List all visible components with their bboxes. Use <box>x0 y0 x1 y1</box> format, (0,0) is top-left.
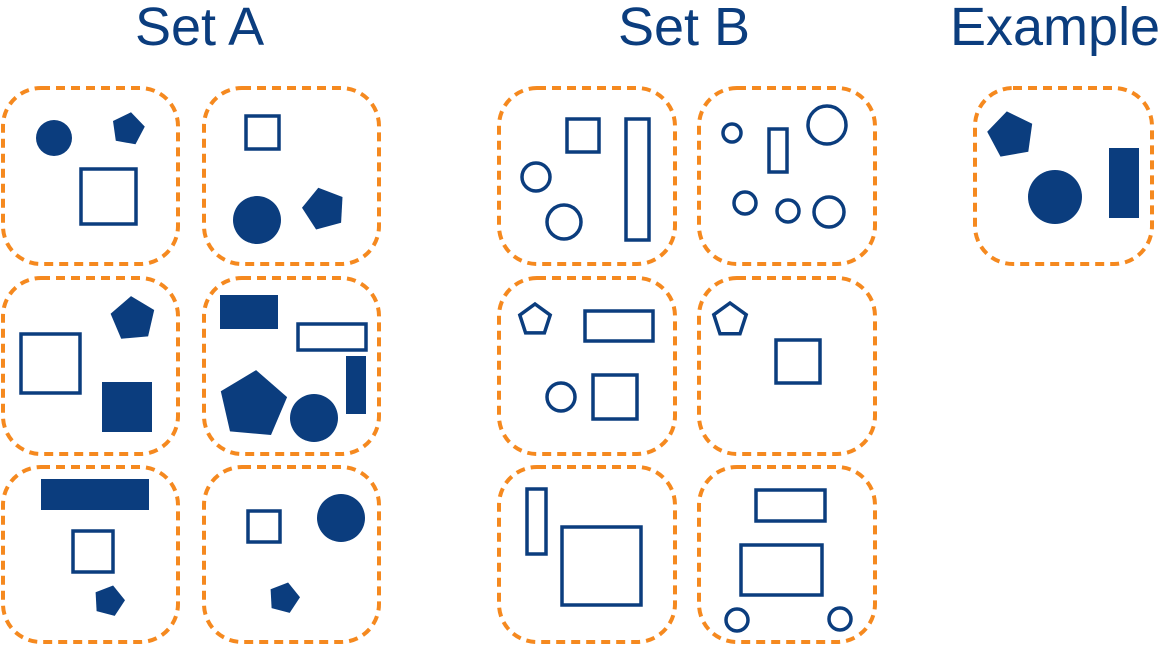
filled-circle <box>36 120 72 156</box>
outline-circle <box>545 203 583 241</box>
outline-square <box>244 114 281 151</box>
outline-square <box>79 167 138 226</box>
outline-circle <box>812 195 846 229</box>
set-b-panel-3 <box>497 276 677 456</box>
outline-square <box>19 332 82 395</box>
set-a-panel-4 <box>202 276 381 456</box>
filled-circle <box>317 494 365 542</box>
filled-pentagon <box>987 111 1033 157</box>
set-a-panel-1 <box>1 86 180 266</box>
outline-rectangle <box>525 487 548 556</box>
outline-circle <box>827 606 853 632</box>
outline-circle <box>806 104 848 146</box>
filled-rectangle <box>41 479 149 510</box>
outline-rectangle <box>754 488 827 523</box>
outline-square <box>774 338 822 385</box>
outline-circle <box>724 607 750 633</box>
filled-rectangle <box>220 295 278 329</box>
outline-square <box>71 529 115 574</box>
set-a-panel-3 <box>1 276 180 456</box>
outline-rectangle <box>767 127 789 174</box>
outline-circle <box>775 198 801 224</box>
filled-pentagon <box>95 585 125 616</box>
outline-square <box>591 373 639 421</box>
example-title: Example <box>950 0 1161 57</box>
set-b-panel-6 <box>697 465 877 644</box>
filled-rectangle <box>346 356 366 414</box>
outline-square <box>565 117 601 154</box>
set-b-panel-4 <box>697 276 877 456</box>
outline-circle <box>732 190 758 216</box>
filled-pentagon <box>110 296 155 339</box>
filled-pentagon <box>270 582 300 613</box>
filled-circle <box>1028 170 1082 224</box>
outline-rectangle <box>739 543 824 597</box>
set-a-panel-6 <box>202 465 381 644</box>
filled-rectangle <box>1109 148 1139 218</box>
set-a-panel-2 <box>202 86 381 266</box>
outline-rectangle <box>624 117 651 242</box>
filled-square <box>102 382 152 432</box>
outline-circle <box>520 161 552 193</box>
example-panel <box>973 86 1154 266</box>
outline-square <box>560 525 643 607</box>
outline-pentagon <box>517 301 553 335</box>
outline-pentagon <box>711 300 749 336</box>
outline-rectangle <box>296 322 368 352</box>
set-a-panel-5 <box>1 465 180 644</box>
set-b-panel-5 <box>497 465 677 644</box>
set-b-panel-2 <box>697 86 877 266</box>
outline-square <box>246 509 282 544</box>
filled-circle <box>233 196 281 244</box>
set-b-panel-1 <box>497 86 677 266</box>
filled-pentagon <box>302 187 343 230</box>
outline-circle <box>721 122 743 144</box>
outline-circle <box>545 381 577 413</box>
set-b-title: Set B <box>618 0 751 57</box>
set-a-title: Set A <box>135 0 265 57</box>
outline-rectangle <box>583 309 655 343</box>
filled-pentagon <box>113 112 145 145</box>
filled-pentagon <box>220 370 288 435</box>
filled-circle <box>290 394 338 442</box>
